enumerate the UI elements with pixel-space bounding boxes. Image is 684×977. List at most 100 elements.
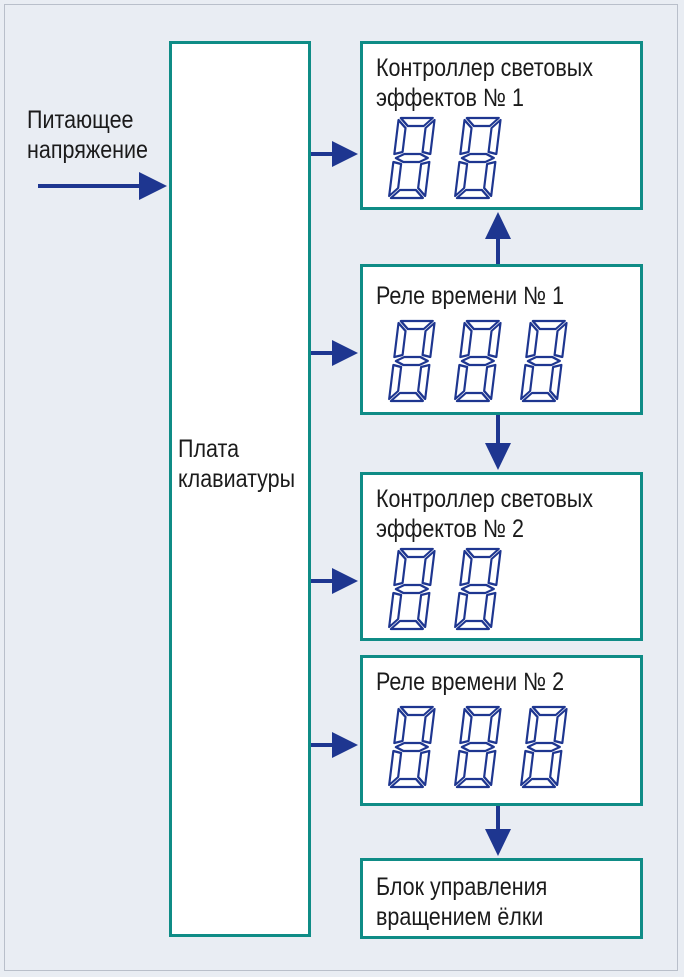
keyboard-to-controller-1-arrowhead bbox=[332, 141, 358, 167]
digit-segment bbox=[417, 591, 431, 629]
digit-segment bbox=[393, 549, 407, 587]
supply-arrowhead bbox=[139, 172, 167, 200]
digit-segment bbox=[483, 749, 497, 787]
digit-segment bbox=[394, 583, 429, 595]
seven-segment-digit bbox=[454, 547, 502, 631]
digit-segment bbox=[465, 547, 500, 559]
digit-segment bbox=[526, 741, 561, 753]
seven-segment-digit bbox=[520, 705, 568, 789]
digit-segment bbox=[483, 591, 497, 629]
time-relay-1-label: Реле времени № 1 bbox=[376, 281, 564, 311]
keyboard-label-line1: Плата bbox=[178, 435, 240, 463]
digit-segment bbox=[394, 152, 429, 164]
digit-segment bbox=[525, 707, 539, 745]
digit-segment bbox=[521, 777, 557, 789]
digit-segment bbox=[417, 363, 431, 401]
digit-segment bbox=[389, 619, 425, 631]
keyboard-to-relay-2-arrowhead bbox=[332, 732, 358, 758]
seven-segment-digit bbox=[388, 547, 436, 631]
seven-segment-digit bbox=[388, 319, 436, 403]
digit-segment bbox=[388, 591, 403, 629]
seven-segment-display bbox=[388, 116, 502, 200]
digit-segment bbox=[388, 363, 403, 401]
diagram-frame: Питающее напряжение Плата клавиатуры Кон… bbox=[4, 4, 678, 971]
digit-segment bbox=[421, 707, 436, 745]
digit-segment bbox=[459, 549, 473, 587]
digit-segment bbox=[465, 319, 500, 331]
digit-segment bbox=[483, 363, 497, 401]
digit-segment bbox=[459, 321, 473, 359]
time-relay-2-label: Реле времени № 2 bbox=[376, 667, 564, 697]
digit-segment bbox=[460, 741, 495, 753]
relay-1-to-controller-2-arrowhead bbox=[485, 443, 511, 470]
digit-segment bbox=[399, 116, 434, 128]
digit-segment bbox=[455, 777, 491, 789]
digit-segment bbox=[520, 749, 535, 787]
digit-segment bbox=[549, 749, 563, 787]
digit-segment bbox=[531, 319, 566, 331]
light-controller-1-label: Контроллер световых эффектов № 1 bbox=[376, 53, 593, 113]
supply-label-line1: Питающее bbox=[27, 106, 134, 134]
seven-segment-digit bbox=[454, 319, 502, 403]
time-relay-2-block: Реле времени № 2 bbox=[360, 655, 643, 806]
seven-segment-digit bbox=[454, 116, 502, 200]
light-controller-1-block: Контроллер световых эффектов № 1 bbox=[360, 41, 643, 210]
digit-segment bbox=[454, 363, 469, 401]
light-controller-2-line1: Контроллер световых bbox=[376, 485, 593, 513]
digit-segment bbox=[393, 321, 407, 359]
digit-segment bbox=[393, 707, 407, 745]
supply-voltage-label: Питающее напряжение bbox=[27, 105, 148, 165]
digit-segment bbox=[455, 188, 491, 200]
digit-segment bbox=[421, 118, 436, 156]
light-controller-1-line2: эффектов № 1 bbox=[376, 84, 524, 112]
digit-segment bbox=[399, 705, 434, 717]
digit-segment bbox=[389, 391, 425, 403]
digit-segment bbox=[487, 321, 502, 359]
seven-segment-digit bbox=[388, 705, 436, 789]
digit-segment bbox=[459, 118, 473, 156]
light-controller-2-block: Контроллер световых эффектов № 2 bbox=[360, 472, 643, 641]
time-relay-2-line1: Реле времени № 2 bbox=[376, 668, 565, 696]
rotation-control-line1: Блок управления bbox=[376, 873, 548, 901]
rotation-control-block: Блок управления вращением ёлки bbox=[360, 858, 643, 939]
digit-segment bbox=[454, 160, 469, 198]
digit-segment bbox=[417, 160, 431, 198]
digit-segment bbox=[454, 591, 469, 629]
digit-segment bbox=[520, 363, 535, 401]
digit-segment bbox=[454, 749, 469, 787]
keyboard-board-label: Плата клавиатуры bbox=[178, 434, 295, 494]
digit-segment bbox=[525, 321, 539, 359]
digit-segment bbox=[394, 741, 429, 753]
keyboard-label-line2: клавиатуры bbox=[178, 465, 296, 493]
digit-segment bbox=[531, 705, 566, 717]
digit-segment bbox=[460, 152, 495, 164]
digit-segment bbox=[487, 118, 502, 156]
digit-segment bbox=[399, 547, 434, 559]
digit-segment bbox=[487, 549, 502, 587]
digit-segment bbox=[549, 363, 563, 401]
light-controller-2-label: Контроллер световых эффектов № 2 bbox=[376, 484, 593, 544]
digit-segment bbox=[460, 583, 495, 595]
digit-segment bbox=[421, 549, 436, 587]
digit-segment bbox=[553, 707, 568, 745]
digit-segment bbox=[460, 355, 495, 367]
digit-segment bbox=[553, 321, 568, 359]
light-controller-2-line2: эффектов № 2 bbox=[376, 515, 524, 543]
time-relay-1-block: Реле времени № 1 bbox=[360, 264, 643, 415]
digit-segment bbox=[417, 749, 431, 787]
keyboard-to-relay-1-arrowhead bbox=[332, 340, 358, 366]
seven-segment-display bbox=[388, 705, 568, 789]
digit-segment bbox=[465, 705, 500, 717]
rotation-control-line2: вращением ёлки bbox=[376, 903, 544, 931]
seven-segment-display bbox=[388, 547, 502, 631]
relay-1-to-controller-1-arrowhead bbox=[485, 212, 511, 239]
digit-segment bbox=[393, 118, 407, 156]
digit-segment bbox=[459, 707, 473, 745]
digit-segment bbox=[394, 355, 429, 367]
digit-segment bbox=[521, 391, 557, 403]
keyboard-board-block: Плата клавиатуры bbox=[169, 41, 311, 937]
light-controller-1-line1: Контроллер световых bbox=[376, 54, 593, 82]
digit-segment bbox=[388, 160, 403, 198]
digit-segment bbox=[483, 160, 497, 198]
seven-segment-digit bbox=[520, 319, 568, 403]
